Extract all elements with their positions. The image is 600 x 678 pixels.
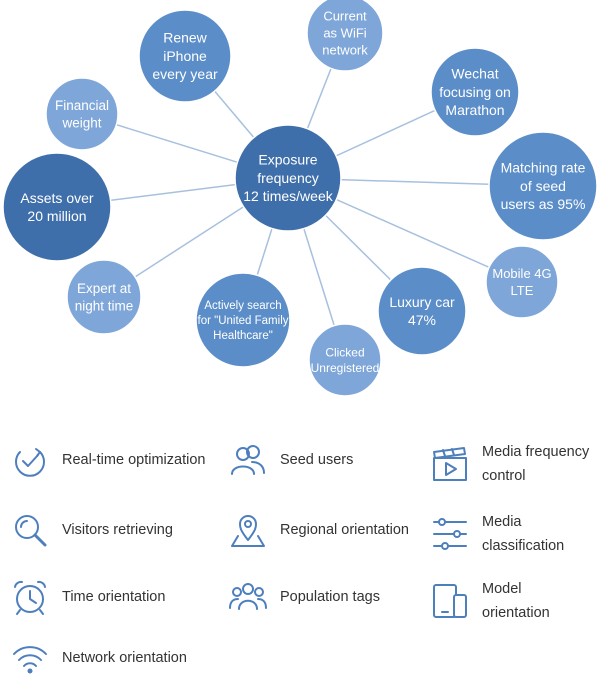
center-node-circle — [234, 124, 342, 232]
node-wifi-text-line: network — [322, 42, 368, 57]
node-financial: Financial weight — [45, 77, 119, 151]
node-wechat-circle — [430, 47, 520, 137]
legend-label: Regional orientation — [280, 522, 409, 538]
network-orientation-icon — [10, 638, 50, 678]
node-mobile: Mobile 4G LTE — [485, 245, 559, 319]
node-renew-iphone-text-line: iPhone — [163, 48, 207, 64]
node-expert-text-line: night time — [75, 299, 134, 314]
visitors-retrieving-icon — [10, 510, 50, 550]
node-expert-text-line: Expert at — [77, 281, 131, 296]
legend-item: Seed users — [228, 440, 353, 480]
node-clicked-text-line: Unregistered — [311, 361, 380, 375]
realtime-optimization-icon — [10, 440, 50, 480]
node-search-text-line: for "United Family — [198, 315, 289, 327]
media-frequency-icon — [430, 444, 470, 484]
legend-label: Network orientation — [62, 650, 187, 666]
node-clicked-text-line: Clicked — [325, 345, 364, 359]
node-search-circle — [195, 272, 291, 368]
legend-item: Real-time optimization — [10, 440, 205, 480]
legend-item: Population tags — [228, 577, 380, 617]
node-expert: Expert at night time — [66, 259, 142, 335]
center-node-text-line: 12 times/week — [243, 188, 333, 204]
node-wifi-circle — [306, 0, 384, 72]
node-seed-rate: Matching rate of seed users as 95% — [488, 131, 598, 241]
node-financial-circle — [45, 77, 119, 151]
legend-item: Media frequency control — [430, 440, 589, 488]
node-wifi-text-line: as WiFi — [323, 26, 366, 41]
node-wechat-text-line: focusing on — [439, 84, 511, 100]
node-financial-text-line: Financial — [55, 98, 109, 113]
legend-item: Regional orientation — [228, 510, 409, 550]
node-mobile-circle — [485, 245, 559, 319]
node-wifi-text-line: Current — [323, 9, 367, 24]
node-assets-circle — [2, 152, 112, 262]
regional-orientation-icon — [228, 510, 268, 550]
time-orientation-icon — [10, 577, 50, 617]
node-assets: Assets over 20 million — [2, 152, 112, 262]
bubble-diagram: Renew iPhone every year Current as WiFinetwo… — [2, 0, 598, 397]
node-luxury-text-line: Luxury car — [389, 294, 455, 310]
center-node-text-line: Exposure — [258, 152, 317, 168]
model-orientation-icon — [430, 581, 470, 621]
legend-label: Time orientation — [62, 589, 166, 605]
legend-item: Media classification — [430, 510, 564, 558]
node-wechat-text-line: Marathon — [445, 102, 504, 118]
node-renew-iphone-text-line: Renew — [163, 30, 207, 46]
center-node: Exposure frequency 12 times/week — [234, 124, 342, 232]
legend-item: Model orientation — [430, 577, 550, 625]
legend-label: Population tags — [280, 589, 380, 605]
legend-label: Media classification — [482, 514, 565, 554]
node-seed-rate-text-line: users as 95% — [501, 196, 586, 212]
node-mobile-text-line: LTE — [511, 283, 534, 298]
legend-label: Real-time optimization — [62, 452, 206, 468]
node-luxury-circle — [377, 266, 467, 356]
node-luxury-text-line: 47% — [408, 312, 436, 328]
legend-label: Seed users — [280, 452, 354, 468]
node-renew-iphone: Renew iPhone every year — [138, 9, 232, 103]
seed-users-icon — [228, 440, 268, 480]
legend-label: Visitors retrieving — [62, 522, 173, 538]
node-wechat-text-line: Wechat — [451, 66, 498, 82]
node-assets-text-line: Assets over — [20, 190, 93, 206]
center-node-text-line: frequency — [257, 170, 318, 186]
node-seed-rate-circle — [488, 131, 598, 241]
node-clicked-circle — [308, 323, 382, 397]
media-classification-icon — [430, 514, 470, 554]
node-search: Actively search for "United FamilyHealthc… — [195, 272, 291, 368]
node-wechat: Wechat focusing on Marathon — [430, 47, 520, 137]
legend-label: Model orientation — [482, 581, 550, 621]
node-seed-rate-text-line: of seed — [520, 178, 566, 194]
legend-label: Media frequency control — [482, 444, 590, 484]
legend-item: Visitors retrieving — [10, 510, 173, 550]
node-search-text-line: Healthcare" — [213, 330, 273, 342]
population-tags-icon — [228, 577, 268, 617]
node-renew-iphone-text-line: every year — [152, 66, 218, 82]
node-luxury: Luxury car 47% — [377, 266, 467, 356]
node-expert-circle — [66, 259, 142, 335]
node-assets-text-line: 20 million — [27, 208, 86, 224]
legend-item: Time orientation — [10, 577, 165, 617]
legend-item: Network orientation — [10, 638, 187, 678]
node-seed-rate-text-line: Matching rate — [501, 160, 586, 176]
node-search-text-line: Actively search — [204, 300, 281, 312]
node-renew-iphone-circle — [138, 9, 232, 103]
node-financial-text-line: weight — [61, 116, 101, 131]
node-mobile-text-line: Mobile 4G — [492, 266, 551, 281]
